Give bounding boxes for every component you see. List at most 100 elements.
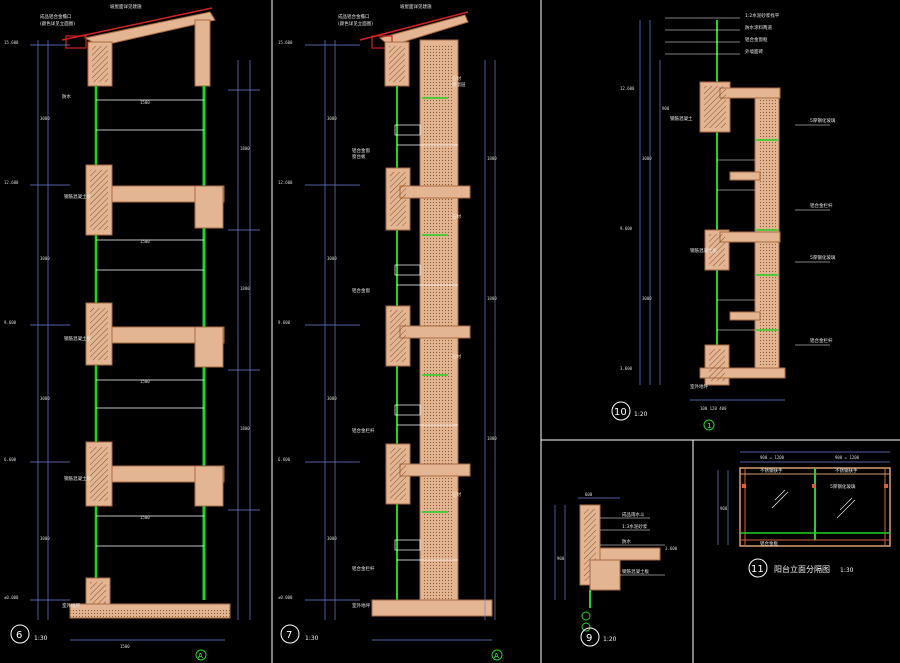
floor-slab-2 [85,302,225,368]
note: 室外地坪 [690,383,708,390]
roof-red-line [61,7,213,41]
note: 钢筋混凝土板 [64,193,91,200]
note: 石材 [452,491,461,498]
section-detail-6: 15.600 12.600 9.600 6.600 ±0.000 3000 30… [4,3,260,661]
elev-label: 15.600 [278,40,293,45]
elevation-detail-11: 900 = 1200 900 = 1200 900 不锈钢扶手 不锈钢扶手 5厚… [717,451,891,578]
note: 5厚钢化玻璃 [810,117,836,124]
note: 成品铝合金檐口 [338,13,370,20]
note: 铝合金窗框 [745,36,768,43]
dim-label: 1800 [487,436,497,441]
note: 5厚钢化玻璃 [810,254,836,261]
dim-label: 3000 [327,396,337,401]
dim-label: 600 [585,492,593,497]
note: 石材 [452,213,461,220]
dim-label: 3000 [327,116,337,121]
note: 铝合金窗 [352,147,370,154]
note: 钢筋混凝土板 [64,475,91,482]
eave-gutter [65,35,87,49]
scale-label: 1:20 [634,411,648,418]
elev-label: 6.600 [4,457,17,462]
elev-label: ±0.000 [278,595,293,600]
section-number: 9 [586,633,592,644]
dim-label: 3000 [642,296,652,301]
sheet-frame [271,0,900,663]
floor-slab-3 [85,441,225,507]
dim-label: 1500 [140,239,150,244]
note: 铝合金框 [760,540,778,547]
dim-label: 900 = 1200 [835,455,860,460]
section-number: 6 [16,630,22,641]
note: (颜色详见立面图) [338,20,373,27]
note: 防水涂料两道 [745,24,772,31]
elev-label: 9.600 [620,226,633,231]
elev-label: 9.600 [278,320,291,325]
dim-label: 1800 [240,146,250,151]
dim-label: 1500 [140,100,150,105]
axis-bubble [581,611,591,621]
dim-label: 3000 [40,396,50,401]
note: 石材 [452,353,461,360]
dim-label: 3000 [327,536,337,541]
note: 外墙面砖 [745,48,763,55]
dim-label: 3000 [40,116,50,121]
section-number-circle [10,624,30,644]
note: 钢筋混凝土 [670,115,693,122]
elev-label: 12.600 [620,86,635,91]
section-number: 11 [751,564,764,575]
floor-slab-1 [85,164,225,236]
note: 铝合金栏杆 [810,202,833,209]
elev-label: 3.600 [665,546,678,551]
axis-bubble [491,649,503,661]
scale-label: 1:30 [305,635,319,642]
elev-label: 3.600 [620,366,633,371]
elev-label: 12.600 [278,180,293,185]
dim-label: 3000 [327,256,337,261]
note: 防水 [62,93,71,100]
note: 钢筋混凝土板 [64,335,91,342]
dim-label: 3000 [40,536,50,541]
section-detail-9: 600 900 成品雨水斗 1:3水泥砂浆 防水 钢筋混凝土板 3.600 9 … [554,492,678,647]
elev-label: 6.600 [278,457,291,462]
axis-bubble [195,649,207,661]
elev-label: 9.600 [4,320,17,325]
dim-label: 1800 [240,426,250,431]
note: 保温层 [452,81,466,88]
section-number: 10 [614,407,627,418]
dim-label: 900 [557,556,565,561]
dim-label: 1800 [240,286,250,291]
dim-label: 3000 [40,256,50,261]
note: 成品铝合金檐口 [40,13,72,20]
axis-label: 1 [707,422,711,430]
note: 铝合金栏杆 [352,427,375,434]
note: 1:2水泥砂浆找平 [745,12,780,19]
scale-label: 1:30 [34,635,48,642]
note: 成品雨水斗 [622,511,645,518]
section-number: 7 [286,630,292,641]
note: 坡屋面详见建施 [110,3,142,10]
ground-slab [69,577,231,619]
note: 5厚钢化玻璃 [830,483,856,490]
dim-label: 100 120 400 [700,406,727,411]
section-number-circle [748,558,768,578]
note: (颜色详见立面图) [40,20,75,27]
note: 铝合金栏杆 [810,337,833,344]
drawing-title: 阳台立面分隔图 [774,564,830,574]
note: 坡屋面详见建施 [400,3,432,10]
dim-label: 1500 [140,515,150,520]
section-detail-7: 15.600 12.600 9.600 6.600 ±0.000 3000 30… [278,3,503,661]
dim-label: 3000 [642,156,652,161]
section-number-circle [611,401,631,421]
scale-label: 1:30 [840,567,854,574]
note: 室外地坪 [62,602,80,609]
note: 窗台板 [352,153,366,160]
note: 不锈钢扶手 [760,467,783,474]
dim-label: 1500 [120,644,130,649]
elev-label: 12.600 [4,180,19,185]
section-detail-10: 12.600 9.600 3.600 3000 3000 900 100 120… [611,12,836,431]
axis-bubble [581,622,591,632]
elev-label: ±0.000 [4,595,19,600]
dim-label: 1500 [140,379,150,384]
dim-label: 1800 [487,156,497,161]
